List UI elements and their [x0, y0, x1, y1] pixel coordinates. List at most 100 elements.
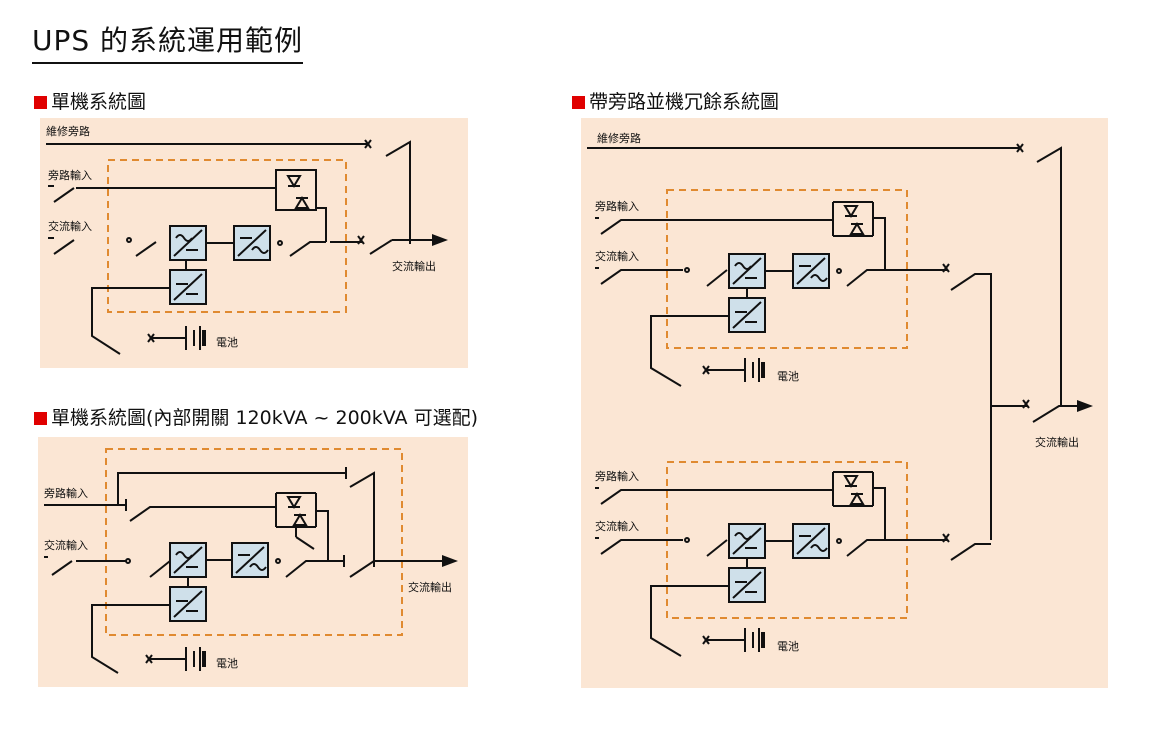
maintenance-switch — [349, 471, 375, 567]
bypass-input-switch — [53, 187, 75, 203]
contact-point — [126, 237, 132, 243]
diagram-redundant: 維修旁路 旁路輸入 交流輸入 電池 — [581, 118, 1108, 688]
battery-breaker — [145, 654, 186, 664]
thyristor-icon-2 — [294, 196, 310, 209]
breaker-mark — [1016, 143, 1024, 153]
label-ac-input-2: 交流輸入 — [595, 519, 639, 533]
page-title: UPS 的系統運用範例 — [32, 24, 304, 64]
inverter-icon — [237, 229, 269, 257]
contact-point — [684, 267, 690, 273]
red-square-bullet — [572, 96, 585, 109]
static-switch-contact — [295, 527, 315, 550]
section-title-redundant-text: 帶旁路並機冗餘系統圖 — [589, 91, 780, 113]
ups-1-switch — [950, 273, 992, 540]
section-title-redundant: 帶旁路並機冗餘系統圖 — [572, 90, 779, 114]
diagram-single-svg: 維修旁路 旁路輸入 交流輸入 交流輸出 — [46, 124, 448, 355]
charger-icon — [732, 301, 762, 329]
section-title-single-switch-text: 單機系統圖(內部開關 120kVA ~ 200kVA 可選配) — [51, 407, 478, 429]
battery-icon — [744, 628, 760, 652]
bypass-path-2 — [595, 487, 833, 505]
battery-branch — [91, 604, 170, 674]
rectifier-icon — [173, 546, 203, 574]
ac-input-path — [44, 556, 126, 576]
battery-breaker — [147, 333, 186, 343]
thyristor-icon — [286, 175, 302, 188]
rectifier-input-switch — [149, 560, 171, 578]
diagram-redundant-svg: 維修旁路 旁路輸入 交流輸入 電池 — [587, 131, 1093, 657]
battery-terminal — [761, 632, 765, 648]
ups-boundary — [107, 159, 347, 313]
battery-breaker-1 — [702, 365, 745, 375]
label-bypass-input-1: 旁路輸入 — [595, 199, 639, 213]
breaker-mark — [364, 139, 372, 149]
red-square-bullet — [34, 412, 47, 425]
section-title-single-switch: 單機系統圖(內部開關 120kVA ~ 200kVA 可選配) — [34, 406, 478, 430]
ups-1-output — [846, 269, 947, 287]
label-bypass-input: 旁路輸入 — [48, 168, 92, 182]
label-battery: 電池 — [216, 657, 238, 670]
ups-2-breaker — [942, 533, 950, 543]
charger-icon — [173, 590, 203, 618]
contact-point — [125, 558, 131, 564]
battery-terminal — [202, 330, 206, 346]
output-switch — [349, 560, 442, 578]
rectifier-icon — [732, 527, 762, 555]
static-output-1 — [873, 217, 886, 270]
label-battery-2: 電池 — [777, 640, 799, 653]
ups-2-output — [846, 539, 947, 557]
maintenance-bypass-switch — [1036, 146, 1062, 406]
contact-point — [684, 537, 690, 543]
ups-2-switch — [950, 543, 991, 561]
battery-breaker-2 — [702, 635, 745, 645]
label-bypass-input: 旁路輸入 — [44, 486, 88, 500]
rectifier-icon — [732, 257, 762, 285]
static-switch-leads — [275, 188, 327, 242]
contact-point-2 — [275, 558, 281, 564]
maintenance-bypass-switch — [385, 140, 411, 244]
label-ac-input: 交流輸入 — [44, 538, 88, 552]
battery-branch — [91, 287, 170, 355]
ups-boundary — [105, 448, 403, 636]
label-battery: 電池 — [216, 336, 238, 349]
label-ac-input-1: 交流輸入 — [595, 249, 639, 263]
inverter-output-switch — [289, 241, 362, 257]
inverter-icon — [796, 257, 828, 285]
charger-icon — [173, 273, 203, 301]
rectifier-input-switch — [135, 241, 157, 257]
contact-point-2 — [277, 240, 283, 246]
ups-1-breaker — [942, 263, 950, 273]
battery-terminal — [202, 651, 206, 667]
thyristor-icon-1 — [843, 205, 865, 235]
label-bypass-input-2: 旁路輸入 — [595, 469, 639, 483]
label-ac-output: 交流輸出 — [392, 259, 436, 273]
output-arrow — [432, 234, 448, 246]
contact-point-2 — [836, 268, 842, 274]
output-arrow — [442, 555, 458, 567]
rectifier-switch-1 — [706, 269, 728, 287]
output-arrow — [1077, 400, 1093, 412]
ac-input-path-1 — [595, 267, 683, 285]
thyristor-icon-2 — [843, 475, 865, 505]
internal-maintenance-bypass — [117, 472, 346, 505]
diagram-single-switch-svg: 旁路輸入 交流輸入 交流輸出 電池 — [44, 448, 458, 674]
static-switch-output — [316, 510, 329, 561]
label-ac-output: 交流輸出 — [408, 580, 452, 594]
label-maintenance-bypass: 維修旁路 — [46, 124, 90, 138]
section-title-single: 單機系統圖 — [34, 90, 146, 114]
battery-icon — [744, 358, 760, 382]
diagram-single: 維修旁路 旁路輸入 交流輸入 交流輸出 — [40, 118, 468, 368]
inverter-icon — [235, 546, 267, 574]
battery-icon — [185, 326, 201, 350]
output-switch — [1032, 405, 1077, 423]
inverter-output-switch — [285, 560, 344, 578]
diagram-single-switch: 旁路輸入 交流輸入 交流輸出 電池 — [38, 437, 468, 687]
red-square-bullet — [34, 96, 47, 109]
contact-point-2 — [836, 538, 842, 544]
ac-input-path-2 — [595, 537, 683, 555]
ac-input-switch — [53, 239, 75, 255]
static-output-2 — [873, 487, 886, 540]
charger-icon — [732, 571, 762, 599]
label-battery-1: 電池 — [777, 370, 799, 383]
battery-terminal — [761, 362, 765, 378]
battery-branch-2 — [650, 585, 729, 657]
